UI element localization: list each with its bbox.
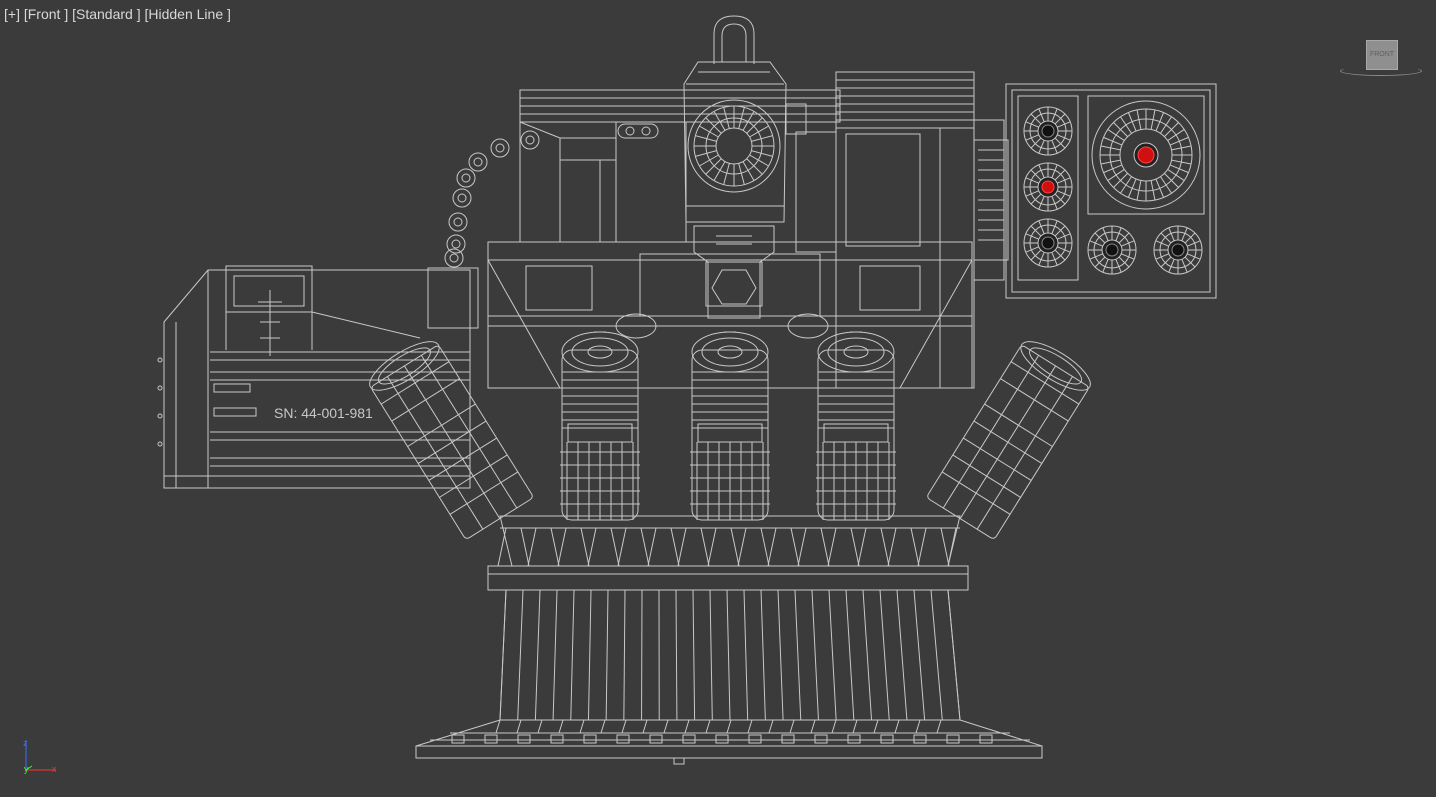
viewport-label-menu[interactable]: [+] [Front ] [Standard ] [Hidden Line ] [4, 6, 231, 22]
viewport-view-menu[interactable]: [Front ] [23, 6, 69, 22]
base-plate [415, 719, 1043, 765]
central-body [487, 89, 973, 389]
serial-number-text: SN: 44-001-981 [274, 405, 373, 421]
top-optic-sight [683, 15, 837, 253]
support-fins [497, 515, 961, 567]
viewcube-front-face[interactable]: FRONT [1366, 40, 1398, 70]
right-angled-cylinder [927, 341, 1091, 539]
viewport-shading-preset-menu[interactable]: [Standard ] [72, 6, 141, 22]
viewport-shading-mode-menu[interactable]: [Hidden Line ] [144, 6, 231, 22]
lifting-ring-right [787, 313, 829, 339]
left-angled-cylinder [369, 341, 533, 539]
right-body-block [835, 71, 1009, 389]
axis-x-label: x [52, 764, 57, 774]
left-gun-housing: SN: 44-001-981 [157, 265, 479, 489]
axis-tripod-gizmo: z y x [23, 738, 57, 774]
axis-z-label: z [23, 738, 28, 748]
viewport-plus-menu[interactable]: [+] [4, 6, 20, 22]
vertical-cylinders [560, 331, 896, 521]
lifting-ring-left [615, 313, 657, 339]
viewcube-compass-ring[interactable] [1340, 66, 1422, 76]
ammo-chain [444, 130, 540, 268]
axis-y-label: y [24, 764, 29, 774]
control-panel [1005, 83, 1217, 299]
viewcube[interactable]: FRONT [1340, 36, 1422, 80]
pedestal-column [487, 565, 969, 721]
